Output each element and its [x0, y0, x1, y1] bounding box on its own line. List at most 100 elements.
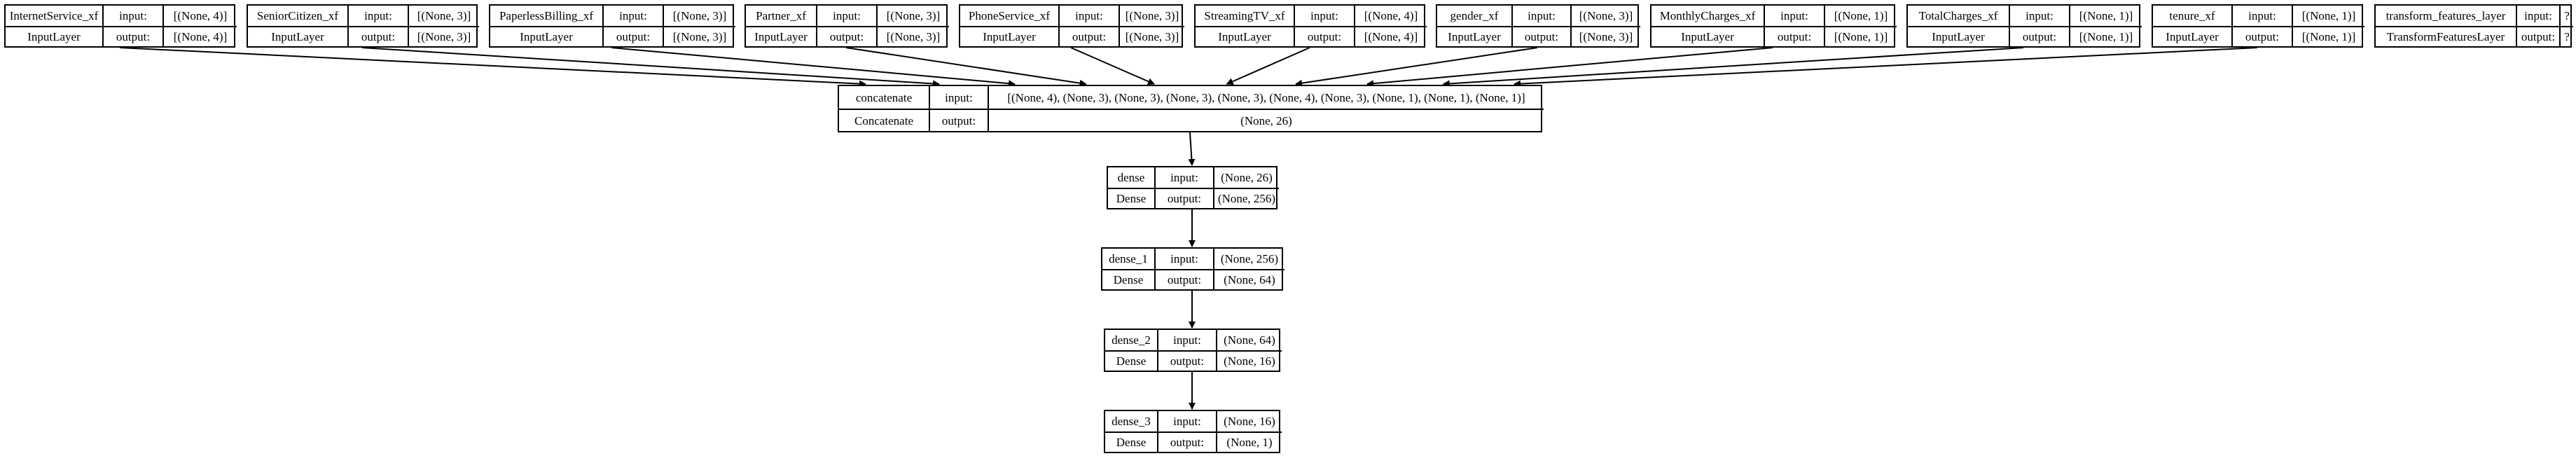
- output-label: output:: [1154, 270, 1213, 289]
- node-row: InputLayer output:[(None, 1)]: [2153, 26, 2364, 46]
- edge-streamingtv-to-concatenate: [1226, 47, 1310, 85]
- edge-gender-to-concatenate: [1295, 47, 1538, 87]
- layer-name: StreamingTV_xf: [1204, 9, 1285, 22]
- node-row: TotalCharges_xf input:[(None, 1)]: [1908, 6, 2142, 26]
- output-label: output:: [1511, 27, 1570, 46]
- layer-name: SeniorCitizen_xf: [256, 9, 339, 22]
- output-shape: (None, 26): [988, 110, 1544, 131]
- input-label: input:: [1764, 6, 1824, 26]
- input-label: input:: [102, 6, 162, 26]
- output-shape: (None, 1): [1216, 433, 1282, 452]
- input-shape: [(None, 1)]: [2069, 6, 2142, 26]
- edge-paperlessbilling-to-concatenate: [611, 47, 1016, 88]
- node-row: InputLayer output:[(None, 3)]: [1437, 26, 1640, 46]
- layer-name: transform_features_layer: [2385, 9, 2506, 22]
- output-label: output:: [2009, 27, 2069, 46]
- output-label: output:: [1294, 27, 1354, 46]
- input-shape: [(None, 4), (None, 3), (None, 3), (None,…: [988, 86, 1544, 109]
- layer-name: dense_2: [1112, 333, 1151, 347]
- layer-type: InputLayer: [754, 30, 808, 43]
- output-shape: [(None, 3)]: [1570, 27, 1640, 46]
- input-shape: [(None, 3)]: [408, 6, 479, 26]
- output-shape: [(None, 3)]: [663, 27, 735, 46]
- edge-concatenate-to-dense: [1188, 132, 1196, 166]
- layer-type: InputLayer: [1448, 30, 1501, 43]
- layer-type: Dense: [1116, 192, 1147, 205]
- input-label: input:: [1294, 6, 1354, 26]
- layer-type: TransformFeaturesLayer: [2386, 30, 2505, 43]
- layer-name: gender_xf: [1450, 9, 1499, 22]
- input-shape: (None, 26): [1213, 167, 1279, 188]
- layer-name: PhoneService_xf: [968, 9, 1051, 22]
- output-label: output:: [347, 27, 408, 46]
- edge-monthlycharges-to-concatenate: [1366, 47, 1773, 88]
- layer-node-dense: dense input:(None, 26) Dense output:(None, …: [1107, 166, 1279, 209]
- input-shape: [(None, 3)]: [1570, 6, 1640, 26]
- input-label: input:: [816, 6, 876, 26]
- input-label: input:: [347, 6, 408, 26]
- output-shape: ?: [2559, 27, 2573, 46]
- input-label: input:: [2231, 6, 2292, 26]
- layer-type: InputLayer: [2166, 30, 2219, 43]
- input-shape: [(None, 4)]: [162, 6, 237, 26]
- input-shape: (None, 256): [1213, 249, 1284, 269]
- output-label: output:: [1154, 189, 1213, 208]
- input-label: input:: [1154, 167, 1213, 188]
- output-shape: [(None, 4)]: [162, 27, 237, 46]
- layer-type: InputLayer: [1218, 30, 1271, 43]
- layer-type: Dense: [1116, 354, 1147, 368]
- output-label: output:: [816, 27, 876, 46]
- node-row: dense input:(None, 26): [1108, 167, 1279, 188]
- layer-node-totalcharges: TotalCharges_xf input:[(None, 1)]InputLay…: [1906, 4, 2142, 48]
- layer-type: Concatenate: [854, 113, 913, 127]
- layer-type: InputLayer: [983, 30, 1036, 43]
- input-label: input:: [1154, 249, 1213, 269]
- edge-phoneservice-to-concatenate: [1070, 47, 1155, 85]
- input-label: input:: [1157, 411, 1216, 431]
- input-label: input:: [2009, 6, 2069, 26]
- layer-name: dense_3: [1112, 415, 1151, 428]
- input-shape: [(None, 3)]: [876, 6, 949, 26]
- node-row: SeniorCitizen_xf input:[(None, 3)]: [248, 6, 479, 26]
- input-shape: [(None, 3)]: [1119, 6, 1184, 26]
- output-shape: (None, 16): [1216, 352, 1282, 371]
- output-shape: (None, 64): [1213, 270, 1284, 289]
- output-shape: [(None, 3)]: [408, 27, 479, 46]
- input-shape: [(None, 3)]: [663, 6, 735, 26]
- layer-name: PaperlessBilling_xf: [499, 9, 594, 22]
- layer-name: MonthlyCharges_xf: [1659, 9, 1756, 22]
- edge-totalcharges-to-concatenate: [1442, 47, 2024, 88]
- layer-name: TotalCharges_xf: [1918, 9, 1998, 22]
- input-shape: (None, 16): [1216, 411, 1282, 431]
- output-label: output:: [1157, 433, 1216, 452]
- output-label: output:: [2231, 27, 2292, 46]
- output-shape: [(None, 1)]: [2292, 27, 2364, 46]
- output-shape: [(None, 1)]: [2069, 27, 2142, 46]
- layer-name: dense: [1117, 171, 1145, 184]
